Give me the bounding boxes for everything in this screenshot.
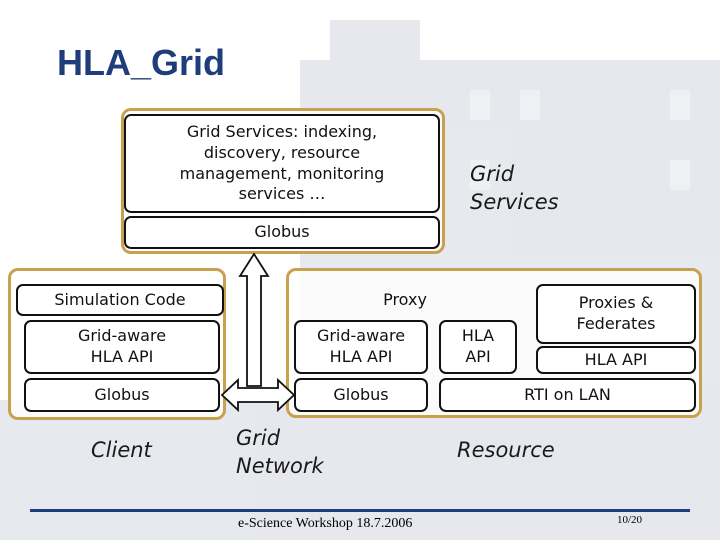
client-label: Client xyxy=(91,438,152,462)
proxy-globus-box: Globus xyxy=(294,378,428,412)
client-api-box: Grid-aware HLA API xyxy=(24,320,220,374)
vertical-arrow xyxy=(238,252,270,387)
horizontal-arrow xyxy=(220,377,296,413)
client-globus-box: Globus xyxy=(24,378,220,412)
proxy-api-label: Grid-aware HLA API xyxy=(316,326,406,366)
hla-api-box: HLA API xyxy=(439,320,517,374)
federates-api-label: HLA API xyxy=(584,349,648,369)
simulation-code-label: Simulation Code xyxy=(54,289,186,309)
rti-label: RTI on LAN xyxy=(524,384,611,404)
proxy-globus-label: Globus xyxy=(333,384,389,404)
footer-divider xyxy=(30,509,690,512)
simulation-code-box: Simulation Code xyxy=(16,284,224,316)
grid-services-globus-box: Globus xyxy=(124,216,440,249)
grid-services-label: Grid Services xyxy=(470,162,559,215)
grid-services-text: Grid Services: indexing, discovery, reso… xyxy=(179,121,385,204)
grid-network-label: Grid Network xyxy=(236,426,324,479)
rti-box: RTI on LAN xyxy=(439,378,696,412)
resource-label: Resource xyxy=(457,438,555,462)
footer-text: e-Science Workshop 18.7.2006 xyxy=(238,516,413,531)
proxy-label: Proxy xyxy=(383,290,427,309)
proxies-federates-box: Proxies & Federates xyxy=(536,284,696,344)
client-globus-label: Globus xyxy=(94,384,150,404)
grid-services-globus-label: Globus xyxy=(254,222,310,242)
client-api-label: Grid-aware HLA API xyxy=(77,326,167,366)
slide-title: HLA_Grid xyxy=(57,42,226,83)
hla-api-label: HLA API xyxy=(461,326,495,366)
proxy-api-box: Grid-aware HLA API xyxy=(294,320,428,374)
federates-api-box: HLA API xyxy=(536,346,696,374)
proxies-federates-label: Proxies & Federates xyxy=(576,293,656,333)
page-number: 10/20 xyxy=(617,514,643,526)
grid-services-box: Grid Services: indexing, discovery, reso… xyxy=(124,114,440,213)
